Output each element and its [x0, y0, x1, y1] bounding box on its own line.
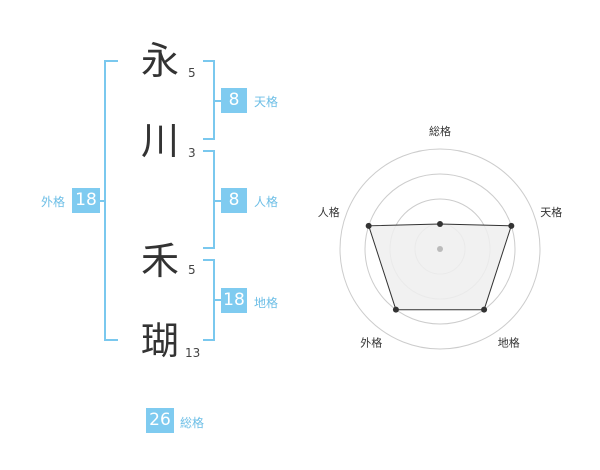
name-char-4: 瑚	[140, 319, 179, 363]
radar-axis-label-1: 総格	[429, 124, 451, 138]
radar-ring	[364, 173, 516, 325]
chikaku-label: 地格	[254, 296, 279, 310]
soukaku-value: 26	[146, 408, 174, 433]
tenkaku-value: 8	[221, 88, 247, 113]
radar-center-dot	[437, 246, 443, 252]
name-char-3: 禾	[140, 239, 179, 283]
chikaku-value: 18	[221, 288, 247, 313]
radar-point-4	[392, 306, 399, 313]
radar-point-2	[508, 222, 515, 229]
gaikaku-label: 外格	[41, 195, 66, 209]
gaikaku-value: 18	[72, 188, 100, 213]
radar-point-3	[481, 306, 488, 313]
radar-point-5	[365, 222, 372, 229]
name-char-2: 川	[140, 119, 179, 163]
radar-point-1	[437, 221, 443, 227]
radar-points	[365, 221, 515, 313]
radar-axis-label-2: 天格	[540, 205, 562, 219]
radar-axis-label-4: 外格	[360, 336, 382, 350]
name-char-1: 永	[140, 39, 179, 83]
stroke-count-3: 5	[188, 263, 196, 277]
radar-axis-label-3: 地格	[498, 336, 520, 350]
radar-axis-label-5: 人格	[318, 205, 340, 219]
jinkaku-label: 人格	[254, 195, 279, 209]
stroke-count-2: 3	[188, 146, 196, 160]
soukaku-label: 総格	[180, 416, 205, 430]
stroke-count-1: 5	[188, 66, 196, 80]
stroke-count-4: 13	[185, 346, 201, 360]
tenkaku-label: 天格	[254, 95, 279, 109]
jinkaku-value: 8	[221, 188, 247, 213]
radar-polygon	[368, 223, 512, 311]
radar-ring	[339, 148, 541, 350]
